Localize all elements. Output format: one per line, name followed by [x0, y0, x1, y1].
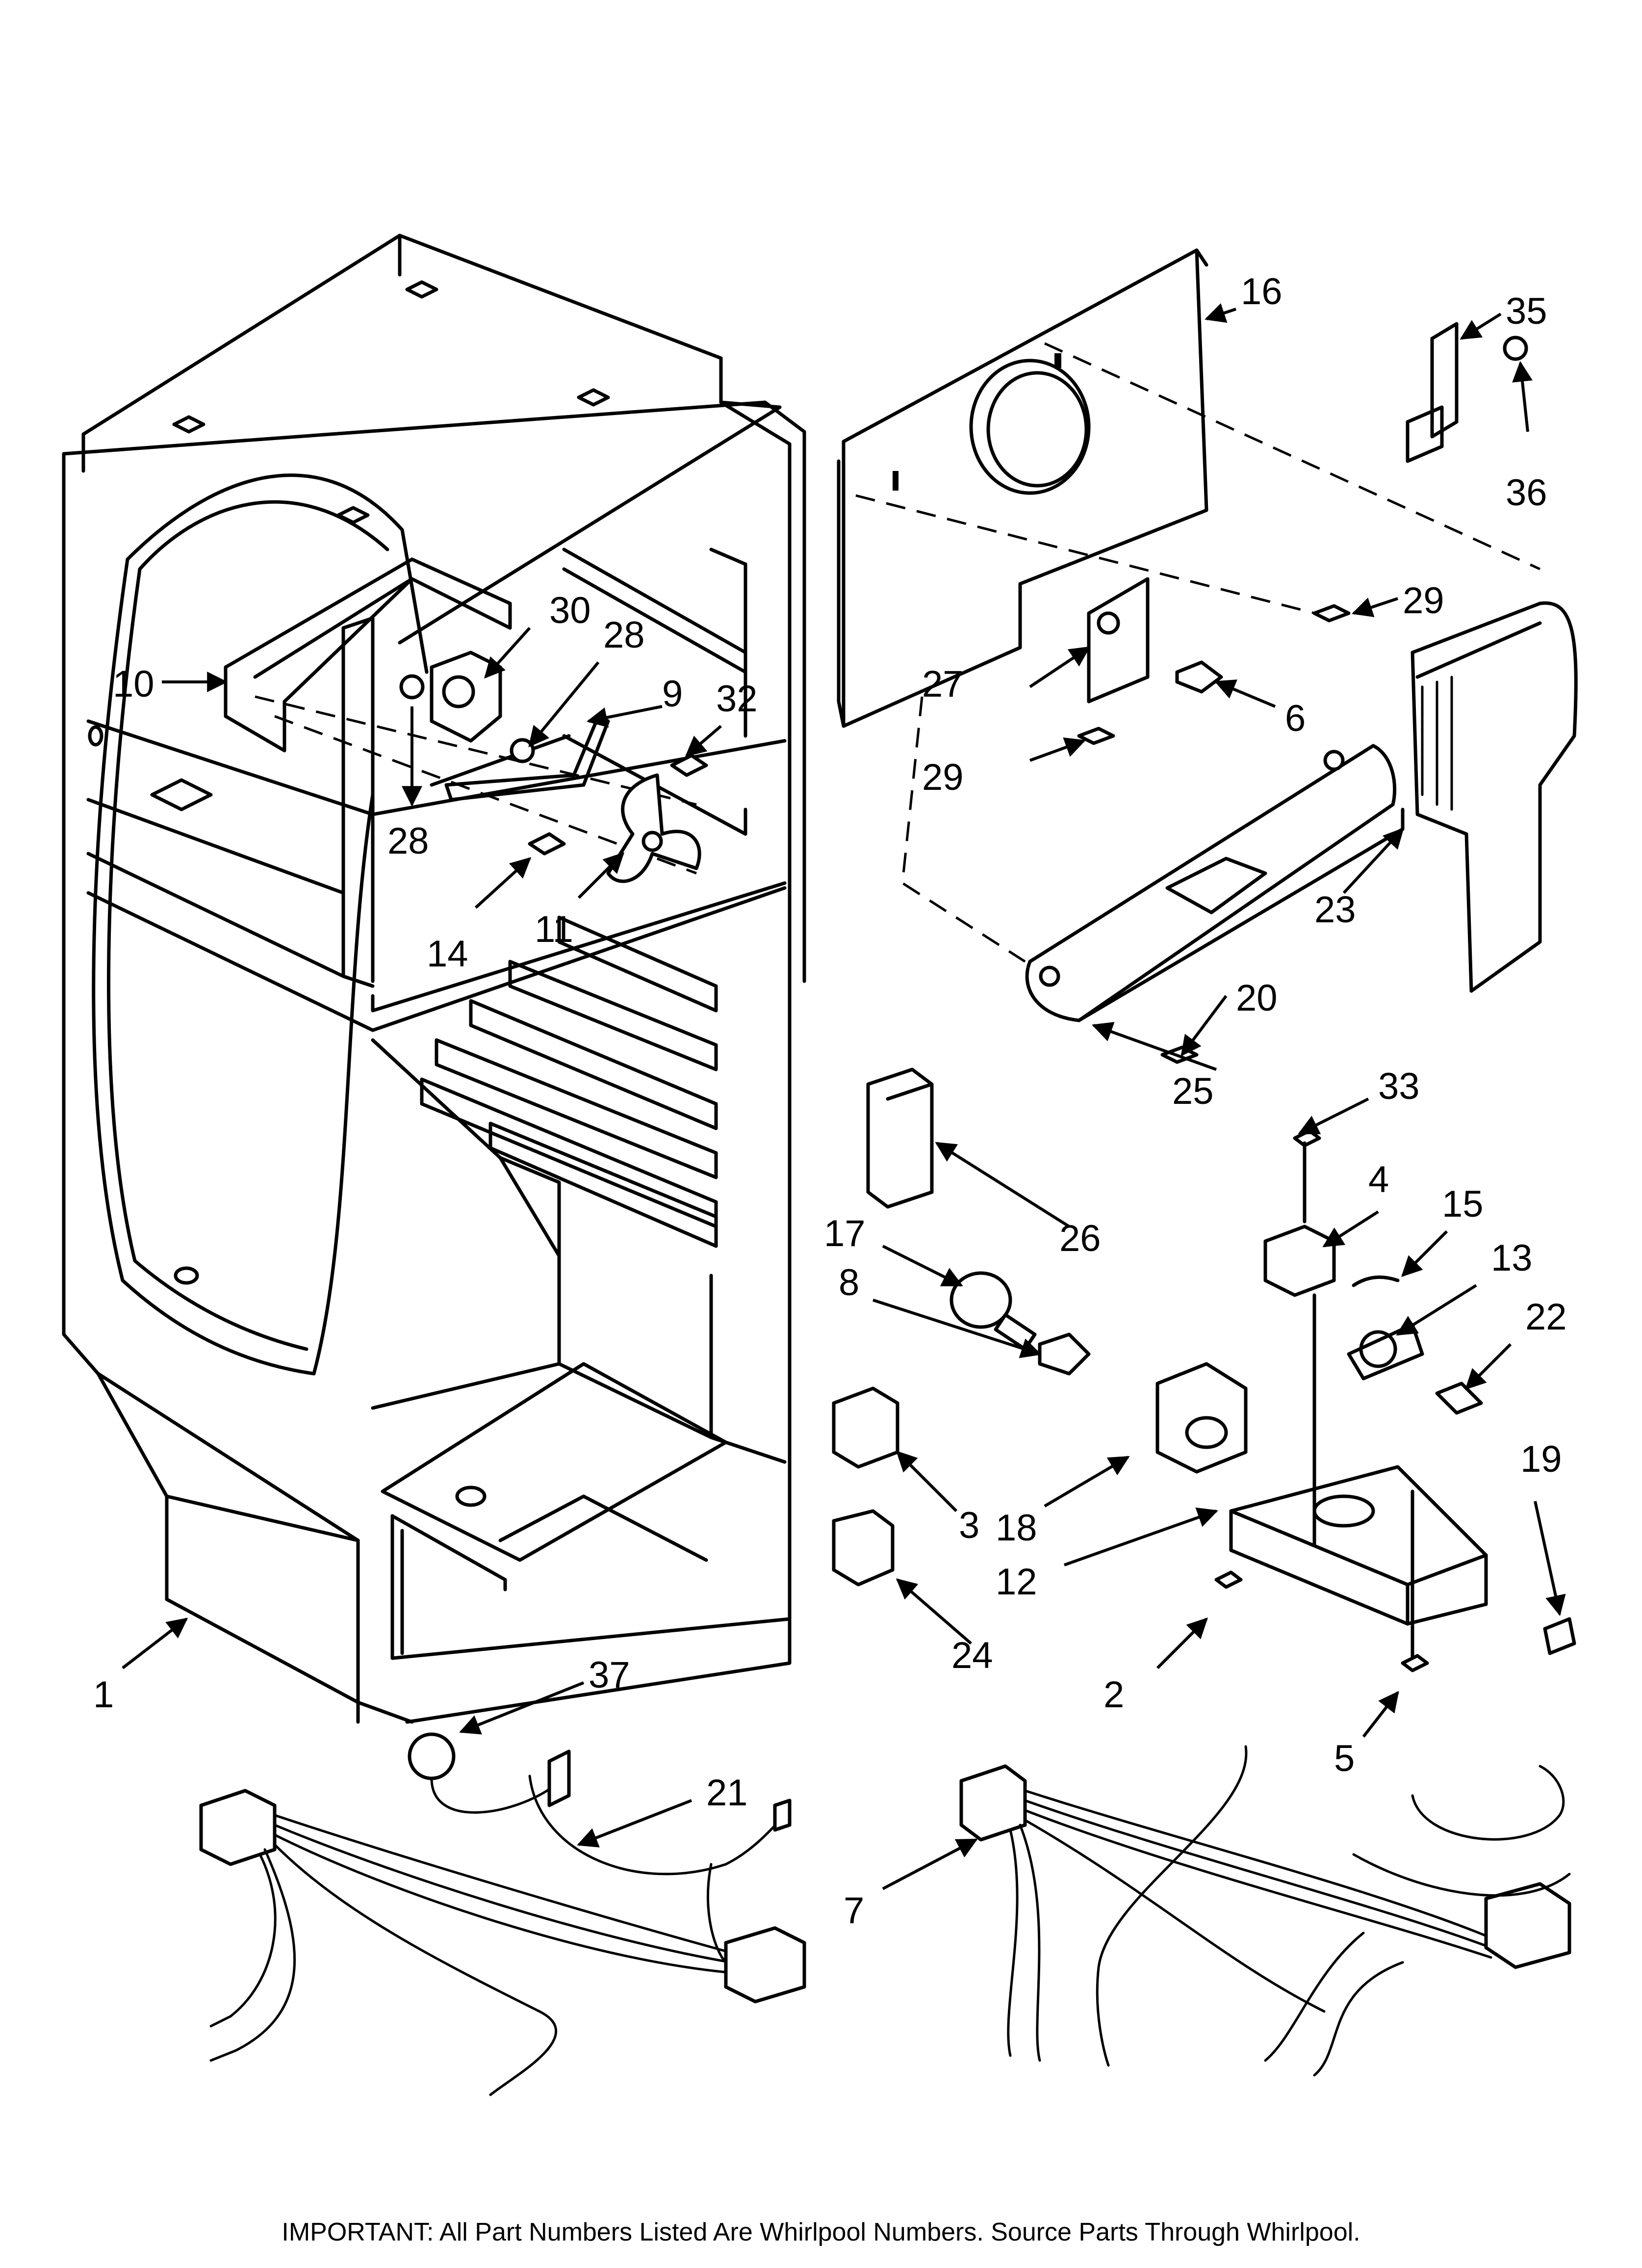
callout-20: 20 [1236, 977, 1278, 1019]
callout-29-lower: 29 [922, 756, 964, 798]
callout-37: 37 [589, 1654, 630, 1696]
harness-21 [199, 1732, 806, 2096]
callout-15: 15 [1442, 1183, 1484, 1225]
evaporator-cover-assembly [837, 248, 1541, 963]
callout-33: 33 [1378, 1066, 1420, 1107]
callout-16: 16 [1241, 271, 1283, 313]
control-housing [1214, 1129, 1576, 1672]
callout-2: 2 [1103, 1674, 1124, 1716]
callout-29-upper: 29 [1403, 580, 1444, 622]
callout-30: 30 [549, 590, 591, 631]
callout-28-lower: 28 [387, 820, 429, 862]
callout-23: 23 [1314, 889, 1356, 931]
air-tower [1411, 601, 1578, 993]
callout-17: 17 [824, 1213, 866, 1254]
callout-6: 6 [1285, 698, 1306, 739]
callout-9: 9 [662, 673, 683, 715]
callout-25: 25 [1172, 1070, 1214, 1112]
callout-24: 24 [951, 1635, 993, 1676]
callout-21: 21 [706, 1772, 748, 1814]
harness-7 [959, 1745, 1571, 2077]
callout-labels: 1 2 3 4 5 6 7 8 9 10 11 12 13 14 15 16 1… [93, 271, 1567, 1931]
callout-14: 14 [427, 933, 468, 975]
callout-8: 8 [839, 1262, 859, 1303]
callout-35: 35 [1506, 290, 1547, 332]
callout-28-upper: 28 [603, 614, 645, 656]
callout-10: 10 [113, 663, 154, 705]
callout-18: 18 [996, 1507, 1037, 1549]
callout-13: 13 [1491, 1237, 1533, 1279]
callout-11: 11 [535, 909, 573, 950]
callout-32: 32 [716, 678, 758, 720]
cabinet-liner [62, 234, 806, 1724]
callout-26: 26 [1059, 1218, 1101, 1259]
light-components [832, 1068, 1248, 1587]
callout-19: 19 [1520, 1438, 1562, 1480]
louver-assembly [1025, 744, 1405, 1064]
callout-36: 36 [1506, 472, 1547, 514]
callout-7: 7 [844, 1890, 864, 1931]
bracket-35 [1406, 322, 1528, 463]
callout-12: 12 [996, 1561, 1037, 1603]
callout-arrows [122, 303, 1566, 1890]
footer-note: IMPORTANT: All Part Numbers Listed Are W… [282, 2218, 1360, 2246]
callout-1: 1 [93, 1674, 114, 1716]
callout-5: 5 [1334, 1738, 1355, 1779]
callout-3: 3 [959, 1505, 979, 1546]
callout-22: 22 [1525, 1296, 1567, 1338]
callout-27: 27 [922, 663, 964, 705]
callout-4: 4 [1368, 1159, 1389, 1200]
shelf-rails [420, 915, 718, 1248]
